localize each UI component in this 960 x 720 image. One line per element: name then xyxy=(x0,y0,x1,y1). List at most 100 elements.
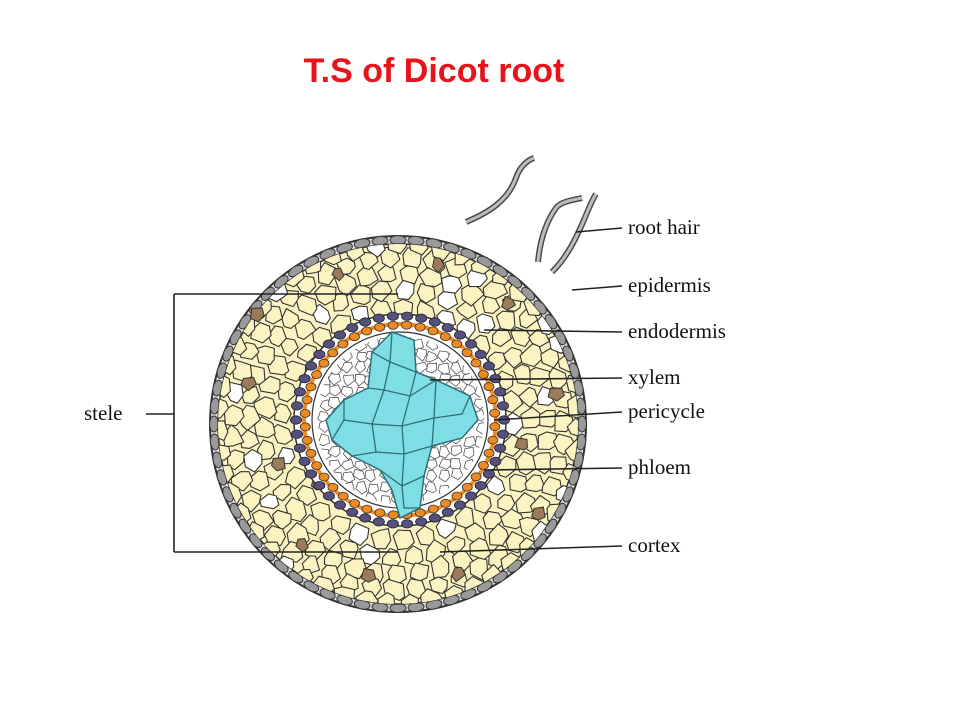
pericycle-cell xyxy=(311,461,323,471)
cortex-cell xyxy=(567,393,578,419)
cortex-cell xyxy=(218,444,232,461)
label-phloem: phloem xyxy=(628,455,691,479)
stele-cell xyxy=(438,458,452,470)
pericycle-cell xyxy=(301,395,313,405)
endodermis-cell xyxy=(494,443,507,453)
cortex-cell xyxy=(295,484,318,507)
endodermis-cell xyxy=(289,415,302,425)
pericycle-cell xyxy=(361,504,373,514)
stele-cell xyxy=(380,495,391,504)
stele-cell xyxy=(415,347,427,362)
pericycle-cell xyxy=(361,326,373,336)
cortex-cells xyxy=(218,244,578,604)
root-hairs xyxy=(464,155,599,275)
cortex-cell xyxy=(330,515,352,536)
stele-cell xyxy=(342,471,356,484)
brown-cell xyxy=(531,506,546,521)
endodermis-cell xyxy=(372,313,385,323)
endodermis-cell xyxy=(346,323,359,333)
label-cortex: cortex xyxy=(628,533,681,557)
stele-cell xyxy=(352,468,366,481)
endodermis-cell xyxy=(386,311,399,321)
label-epidermis: epidermis xyxy=(628,273,711,297)
pericycle-cell xyxy=(470,358,482,368)
cortex-cell xyxy=(529,366,551,387)
stele-cell xyxy=(367,483,379,496)
pericycle-cell xyxy=(401,320,413,330)
brown-cell xyxy=(360,568,377,583)
endodermis-cell xyxy=(333,500,346,510)
cortex-cell xyxy=(314,284,337,306)
stele-cell xyxy=(327,373,341,386)
pericycle-cell xyxy=(318,358,330,368)
pericycle-cell xyxy=(327,348,339,358)
pericycle-cell xyxy=(337,339,349,349)
stele-cell xyxy=(436,350,451,363)
endodermis-cell xyxy=(305,361,318,371)
pericycle-cell xyxy=(387,510,399,520)
pericycle-cell xyxy=(461,482,473,492)
endodermis-cell xyxy=(464,491,477,501)
endodermis-cell xyxy=(474,480,487,491)
pericycle-cell xyxy=(348,332,360,342)
brown-cell xyxy=(331,267,345,282)
brown-cell xyxy=(240,376,258,392)
stele-cell xyxy=(364,469,376,483)
label-endodermis: endodermis xyxy=(628,319,726,343)
endodermis-cell xyxy=(322,339,335,349)
cortex-cell xyxy=(392,529,416,551)
pericycle-cell xyxy=(489,422,501,432)
cortex-cell xyxy=(485,474,506,496)
stele-cell xyxy=(463,435,477,448)
endodermis-cell xyxy=(415,313,428,323)
pericycle-cell xyxy=(427,326,439,336)
stele-cell xyxy=(448,374,460,387)
cortex-cell xyxy=(254,345,275,366)
endodermis-cell xyxy=(474,349,487,359)
stele-cell xyxy=(341,458,355,471)
pericycle-cell xyxy=(414,322,426,332)
stele-cell xyxy=(438,446,451,459)
cortex-cell xyxy=(272,483,292,502)
pericycle-beads xyxy=(299,320,501,520)
endodermis-cell xyxy=(290,401,303,411)
pericycle-cell xyxy=(299,422,311,432)
pericycle-cell xyxy=(305,448,317,458)
stele-cell xyxy=(355,480,368,495)
cortex-cell xyxy=(476,313,496,334)
cortex-cell xyxy=(409,244,429,256)
endodermis-cell xyxy=(293,443,306,453)
endodermis-cell xyxy=(415,517,428,527)
pericycle-cell xyxy=(305,382,317,392)
pericycle-cell xyxy=(483,448,495,458)
pericycle-cell xyxy=(349,498,361,508)
endodermis-cell xyxy=(453,330,466,340)
stele-cell xyxy=(425,469,438,483)
brown-cell xyxy=(250,307,265,323)
cortex-cell xyxy=(377,591,396,604)
endodermis-cell xyxy=(482,469,495,479)
pericycle-cell xyxy=(387,320,399,330)
cortex-cell xyxy=(488,523,509,546)
brown-cell xyxy=(500,295,517,311)
xylem xyxy=(325,331,479,520)
stele-cell xyxy=(340,385,354,399)
cortex-cell xyxy=(430,554,450,579)
cortex-cell xyxy=(218,420,229,442)
cortex-cell xyxy=(253,396,278,420)
pericycle-cell xyxy=(414,508,426,518)
pericycle-cell xyxy=(451,339,463,349)
endodermis-beads xyxy=(289,311,510,529)
endodermis-cell xyxy=(441,323,454,333)
stele-cell xyxy=(451,468,464,480)
cortex-cell xyxy=(500,508,527,530)
cortex-cell xyxy=(509,473,529,493)
brown-cell xyxy=(514,437,528,451)
stele-cell xyxy=(327,396,341,410)
cortex-cell xyxy=(461,282,485,307)
label-xylem: xylem xyxy=(628,365,681,389)
brown-cell xyxy=(547,387,565,402)
pericycle-cell xyxy=(477,369,489,379)
